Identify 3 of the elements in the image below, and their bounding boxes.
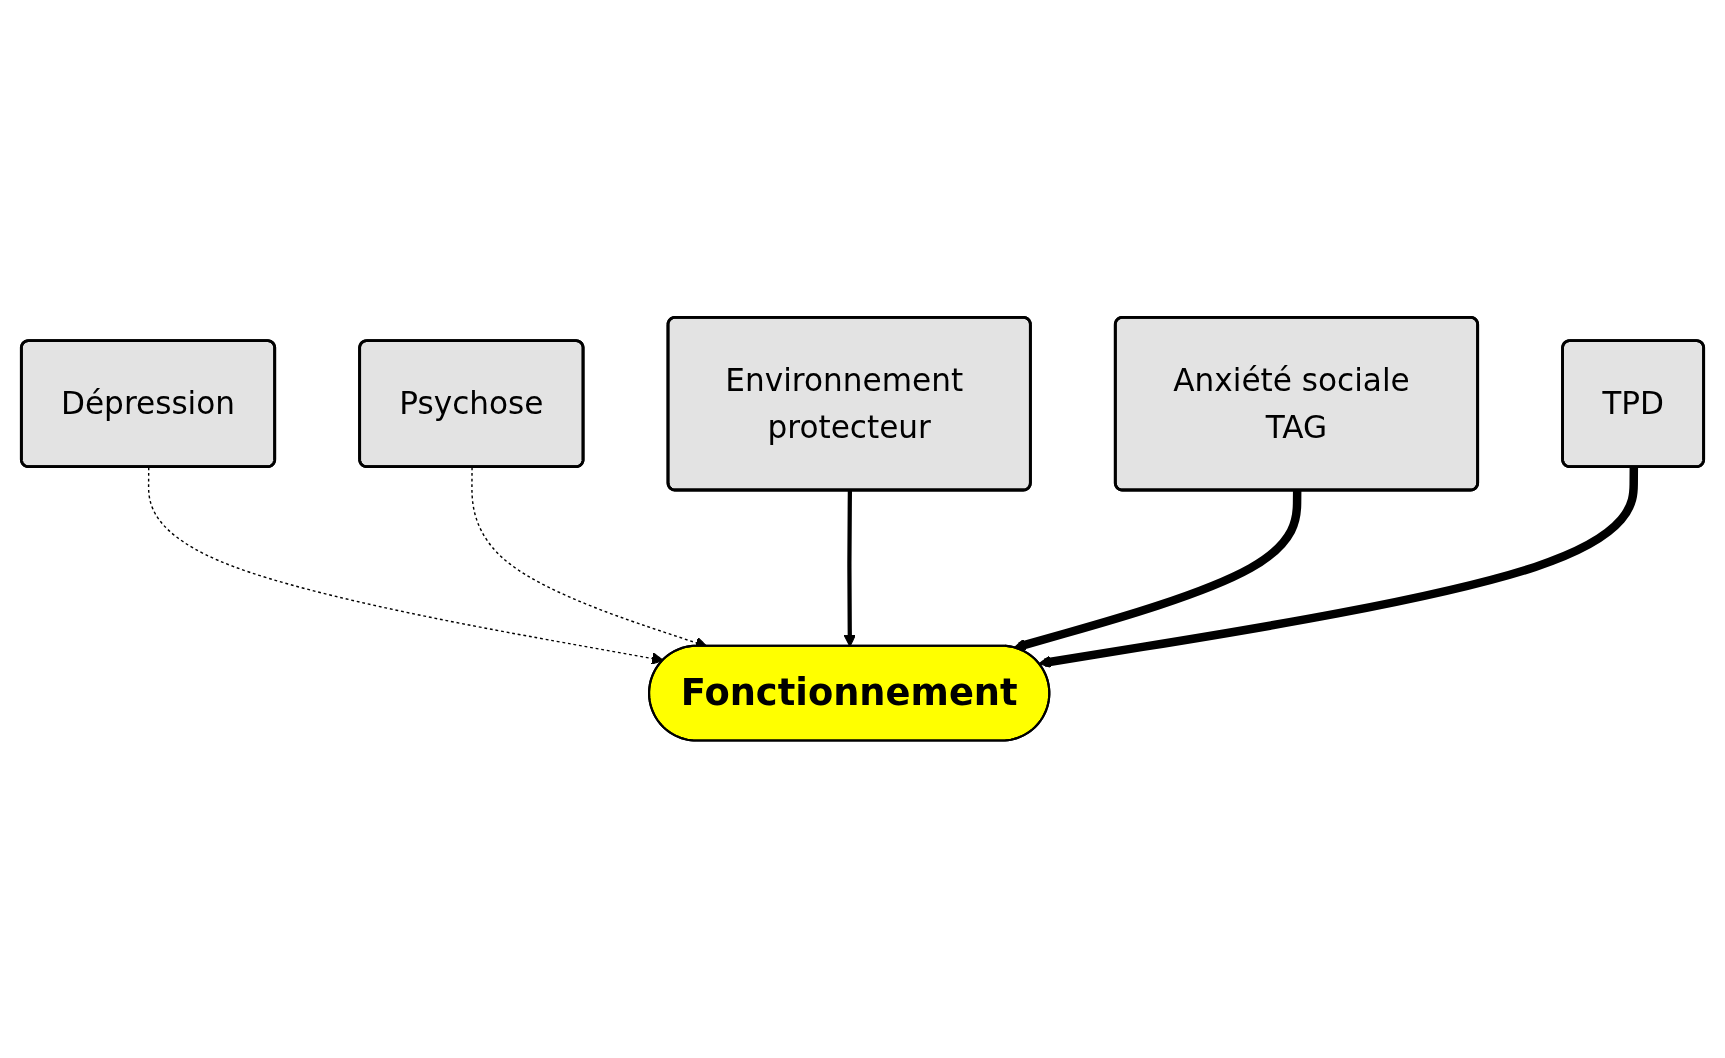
arrow	[1038, 467, 1639, 668]
arrow	[1013, 490, 1302, 651]
arrow	[147, 466, 665, 665]
